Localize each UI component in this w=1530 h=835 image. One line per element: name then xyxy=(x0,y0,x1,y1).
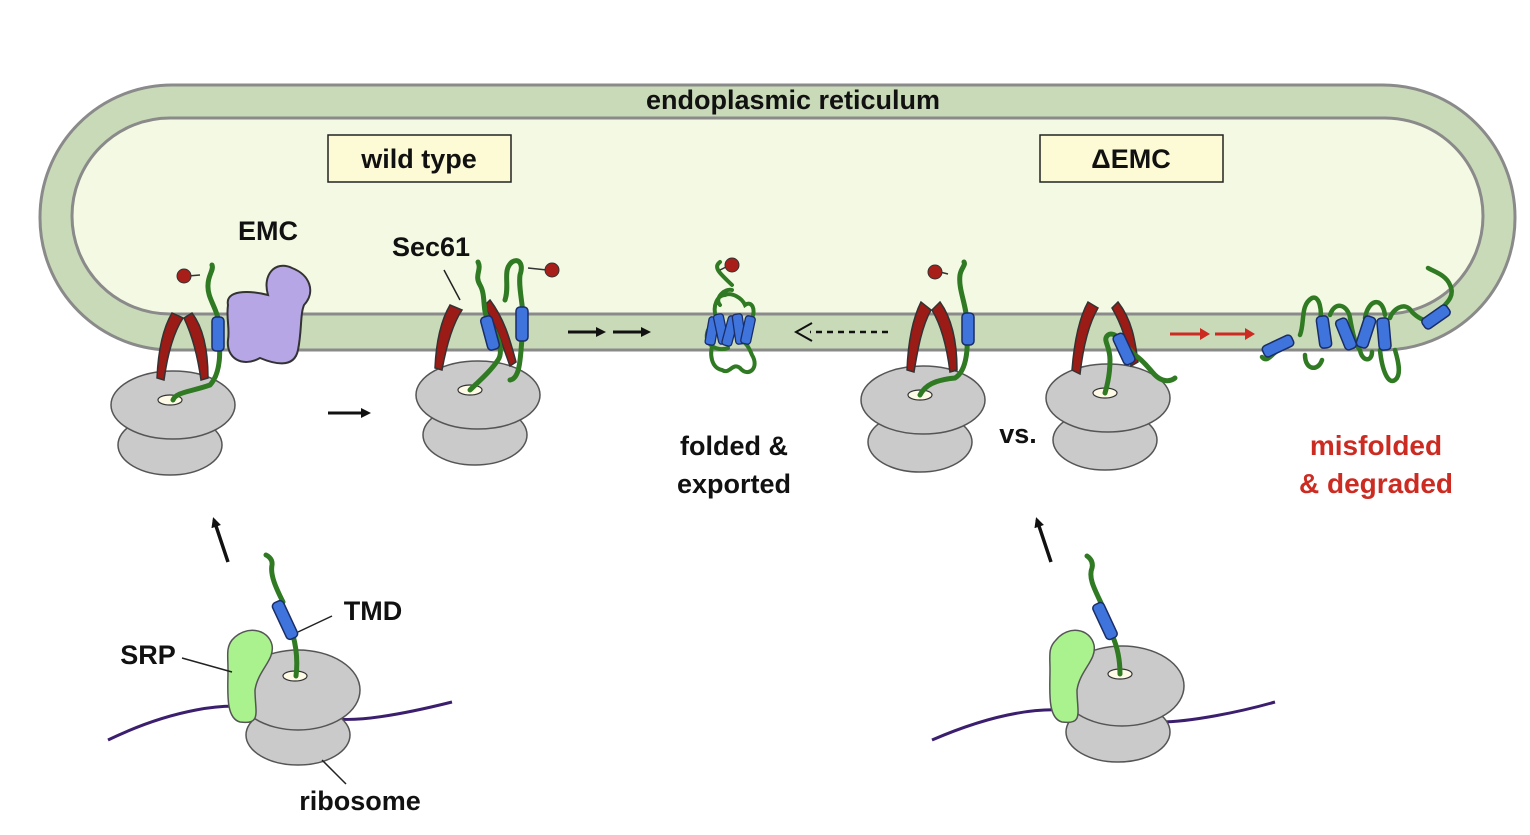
ribosome xyxy=(1045,363,1171,471)
misfolded-protein xyxy=(1259,265,1454,384)
ribosome xyxy=(415,360,541,466)
vs-label: vs. xyxy=(999,419,1037,449)
complex-demc-sec61-a xyxy=(860,259,986,473)
complex-wt-emc: EMC xyxy=(110,216,312,476)
delta-emc-label: ΔEMC xyxy=(1091,144,1170,174)
srp-ribosome-right xyxy=(931,553,1276,763)
folded-label-line1: folded & xyxy=(680,431,788,461)
tmd-helix xyxy=(271,599,299,641)
sec61-label: Sec61 xyxy=(392,232,470,262)
sec61-channel xyxy=(434,298,517,371)
folded-label-line2: exported xyxy=(677,469,791,499)
sec61-leader xyxy=(443,269,461,301)
dashed-arrow xyxy=(793,322,888,342)
emc-label: EMC xyxy=(238,216,298,246)
arrow-up xyxy=(1034,517,1053,563)
misfolded-label-line1: misfolded xyxy=(1310,430,1442,461)
misfolded-label-line2: & degraded xyxy=(1299,468,1453,499)
er-title: endoplasmic reticulum xyxy=(646,85,940,115)
glycan-dot xyxy=(176,268,192,284)
emc-complex xyxy=(226,265,312,365)
srp-particle xyxy=(226,629,274,724)
tmd-label: TMD xyxy=(344,596,402,626)
srp-ribosome-left: TMD SRP ribosome xyxy=(107,552,453,816)
srp-label: SRP xyxy=(120,640,176,670)
ribosome xyxy=(110,370,236,476)
ribosome-label: ribosome xyxy=(299,786,421,816)
sec61-channel xyxy=(156,312,209,381)
ribosome xyxy=(860,365,986,473)
panel-wild-type: wild type xyxy=(327,134,512,183)
complex-demc-sec61-b xyxy=(1045,300,1178,471)
sec61-channel xyxy=(906,300,958,373)
folded-protein xyxy=(704,257,757,375)
panel-delta-emc: ΔEMC xyxy=(1039,134,1224,183)
tmd-helix xyxy=(211,316,225,352)
wild-type-label: wild type xyxy=(360,144,477,174)
complex-wt-sec61: Sec61 xyxy=(392,232,560,466)
arrow-up xyxy=(211,517,230,563)
